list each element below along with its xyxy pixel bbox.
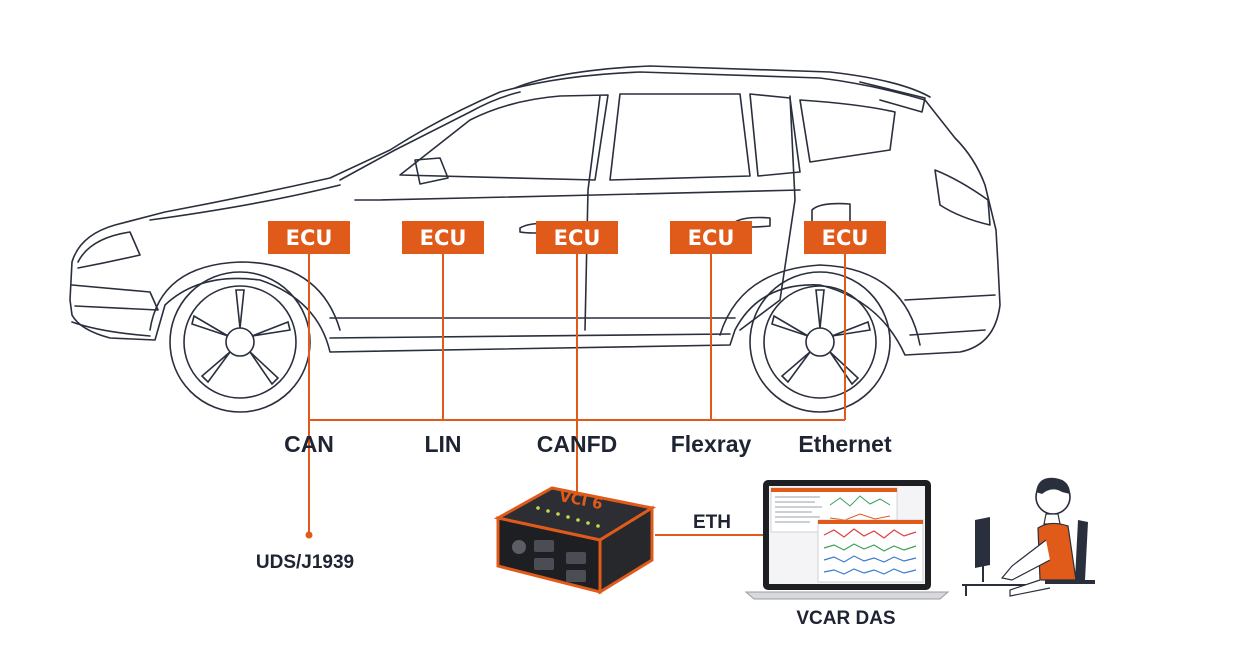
ecu-box-5: ECU [804, 221, 886, 254]
diag-protocol-label: UDS/J1939 [256, 552, 354, 573]
door-line-lower [354, 189, 801, 201]
ecu-box-4: ECU [670, 221, 752, 254]
ecu-label: ECU [554, 226, 601, 250]
car-body-outline [69, 71, 1001, 356]
ecu-box-3: ECU [536, 221, 618, 254]
rear-bumper-lower [909, 329, 986, 336]
bus-label-lin: LIN [424, 431, 461, 457]
rear-bumper-line [904, 294, 996, 301]
front-window [399, 94, 609, 181]
door-line-front [584, 95, 601, 331]
fuel-cap [811, 202, 851, 225]
middle-window [609, 93, 751, 181]
bus-lines [308, 254, 846, 536]
bus-label-can: CAN [284, 431, 334, 457]
headlight [77, 231, 141, 269]
bus-label-ethernet: Ethernet [798, 431, 892, 457]
front-wheel [169, 271, 311, 413]
laptop-software-label: VCAR DAS [796, 608, 895, 629]
front-grille [71, 284, 159, 311]
rear-fender-arch [719, 264, 921, 346]
laptop [744, 480, 950, 600]
car-illustration [69, 65, 1001, 356]
tail-light [934, 169, 991, 226]
vci-device: VCI 6 [493, 486, 657, 595]
hood-line [149, 184, 341, 221]
windshield [339, 91, 521, 181]
person-at-desk-icon [962, 477, 1095, 597]
ecu-box-1: ECU [268, 221, 350, 254]
front-fender-arch [149, 261, 341, 331]
ecu-label: ECU [822, 226, 869, 250]
bus-label-flexray: Flexray [671, 431, 752, 457]
rear-spoiler [859, 81, 926, 113]
side-mirror [414, 157, 449, 185]
ecu-label: ECU [688, 226, 735, 250]
door-line-rear [739, 95, 796, 331]
ecu-box-2: ECU [402, 221, 484, 254]
ecu-label: ECU [420, 226, 467, 250]
sill-line-lower [329, 333, 731, 339]
rear-wheel [749, 271, 891, 413]
eth-link-label: ETH [693, 512, 731, 533]
can-endpoint-dot [305, 531, 313, 539]
front-bumper-line [71, 321, 151, 337]
rear-quarter-window [799, 99, 896, 163]
rear-door-window [749, 93, 801, 177]
roof-rail [514, 65, 931, 98]
ecu-label: ECU [286, 226, 333, 250]
bus-label-canfd: CANFD [537, 431, 618, 457]
